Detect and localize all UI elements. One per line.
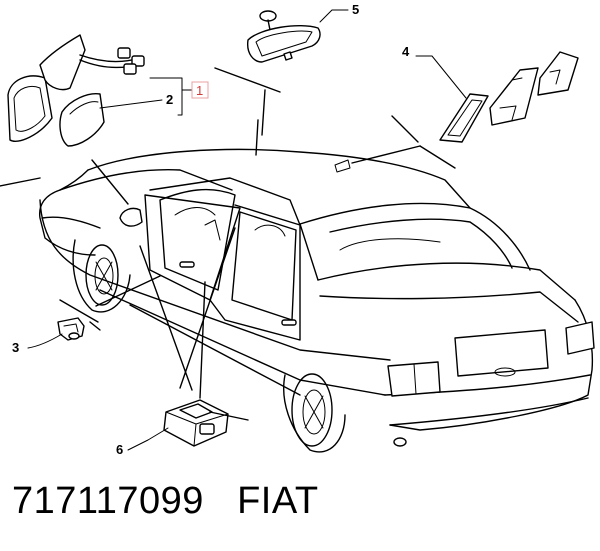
brand-name: FIAT	[237, 480, 319, 522]
footer-caption: 717117099 FIAT	[12, 480, 319, 523]
callout-5: 5	[352, 2, 359, 17]
callout-3: 3	[12, 340, 19, 355]
part-number: 717117099	[12, 480, 204, 522]
part-6-control-unit	[163, 399, 229, 447]
part-1-door-mirror	[7, 34, 145, 142]
callout-1: 1	[196, 83, 203, 98]
leader-lines	[0, 9, 467, 451]
part-2-mirror-glass	[59, 93, 105, 147]
callout-2: 2	[166, 92, 173, 107]
part-3-clip	[57, 317, 85, 341]
part-5-rear-view-mirror	[247, 10, 321, 63]
callout-4: 4	[402, 44, 410, 59]
part-4-triangle-window	[439, 51, 579, 143]
callout-6: 6	[116, 442, 123, 457]
car-illustration	[38, 148, 595, 453]
callout-labels: 1 2 3 4 5 6	[12, 2, 410, 457]
callout-1-highlight-box	[191, 81, 209, 99]
